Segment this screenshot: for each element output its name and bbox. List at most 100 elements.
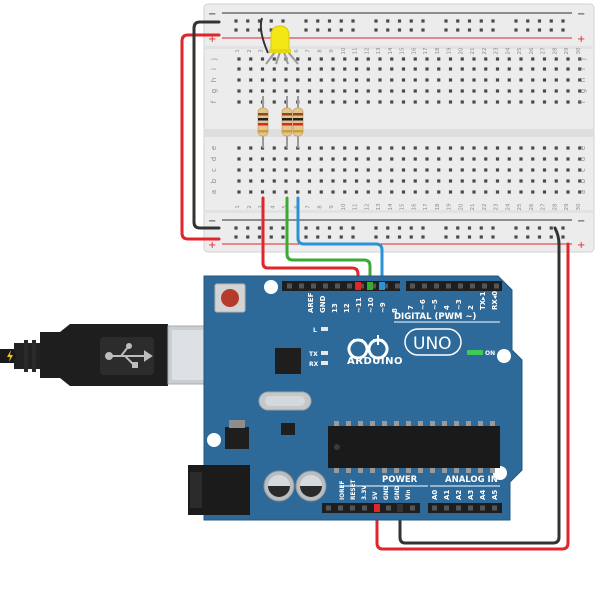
rail-hole[interactable] [316, 226, 320, 230]
breadboard-hole[interactable] [448, 67, 453, 71]
breadboard-hole[interactable] [531, 168, 535, 172]
header-pin-socket[interactable] [338, 505, 343, 511]
breadboard-hole[interactable] [425, 100, 429, 104]
breadboard-hole[interactable] [260, 89, 265, 93]
breadboard-hole[interactable] [319, 190, 323, 194]
breadboard-hole[interactable] [507, 179, 511, 183]
breadboard-hole[interactable] [531, 67, 535, 71]
rail-hole[interactable] [327, 28, 332, 32]
header-pin-socket[interactable] [350, 505, 355, 511]
rail-hole[interactable] [467, 226, 472, 230]
breadboard-hole[interactable] [460, 168, 464, 172]
breadboard-hole[interactable] [378, 67, 382, 71]
breadboard-hole[interactable] [542, 67, 547, 71]
breadboard-hole[interactable] [425, 89, 429, 93]
breadboard-hole[interactable] [519, 78, 523, 82]
breadboard-hole[interactable] [413, 89, 417, 93]
rail-hole[interactable] [561, 28, 565, 32]
breadboard-hole[interactable] [390, 78, 394, 82]
rail-hole[interactable] [514, 28, 518, 32]
header-pin-socket[interactable] [480, 505, 485, 511]
breadboard-hole[interactable] [296, 179, 300, 183]
breadboard-hole[interactable] [484, 146, 488, 150]
breadboard-hole[interactable] [484, 57, 488, 61]
rail-hole[interactable] [549, 226, 553, 230]
breadboard-hole[interactable] [425, 67, 429, 71]
breadboard-hole[interactable] [366, 146, 370, 150]
breadboard-hole[interactable] [366, 179, 370, 183]
breadboard-hole[interactable] [484, 168, 488, 172]
rail-hole[interactable] [269, 226, 273, 230]
breadboard-hole[interactable] [284, 78, 288, 82]
rail-hole[interactable] [269, 19, 273, 23]
rail-hole[interactable] [234, 235, 238, 239]
breadboard-hole[interactable] [460, 67, 464, 71]
breadboard-hole[interactable] [378, 89, 382, 93]
breadboard-hole[interactable] [507, 100, 511, 104]
header-pin-socket[interactable] [395, 283, 400, 289]
breadboard-hole[interactable] [366, 78, 370, 82]
breadboard-hole[interactable] [531, 57, 535, 61]
breadboard-hole[interactable] [249, 57, 253, 61]
breadboard-hole[interactable] [554, 146, 558, 150]
rail-hole[interactable] [234, 19, 238, 23]
header-pin-socket[interactable] [422, 283, 427, 289]
breadboard-hole[interactable] [401, 157, 406, 161]
rail-hole[interactable] [444, 28, 448, 32]
breadboard-hole[interactable] [237, 78, 241, 82]
header-pin-socket[interactable] [386, 505, 391, 511]
breadboard-hole[interactable] [237, 190, 241, 194]
rail-hole[interactable] [351, 235, 355, 239]
rail-hole[interactable] [327, 19, 332, 23]
rail-hole[interactable] [526, 226, 530, 230]
breadboard-hole[interactable] [448, 168, 453, 172]
breadboard-hole[interactable] [343, 146, 347, 150]
breadboard-hole[interactable] [425, 179, 429, 183]
breadboard-hole[interactable] [296, 57, 300, 61]
breadboard-hole[interactable] [437, 179, 441, 183]
breadboard-hole[interactable] [578, 89, 582, 93]
breadboard-hole[interactable] [437, 89, 441, 93]
rail-hole[interactable] [421, 19, 425, 23]
breadboard-hole[interactable] [578, 78, 582, 82]
rail-hole[interactable] [316, 235, 320, 239]
header-pin-socket[interactable] [299, 283, 304, 289]
breadboard-hole[interactable] [260, 179, 265, 183]
breadboard-hole[interactable] [542, 179, 547, 183]
breadboard-hole[interactable] [578, 157, 582, 161]
header-pin-socket[interactable] [326, 505, 331, 511]
breadboard-hole[interactable] [284, 157, 288, 161]
breadboard-hole[interactable] [413, 146, 417, 150]
header-pin-socket[interactable] [446, 283, 451, 289]
breadboard-hole[interactable] [249, 100, 253, 104]
header-pin-socket[interactable] [456, 505, 461, 511]
breadboard-hole[interactable] [437, 168, 441, 172]
breadboard-hole[interactable] [343, 100, 347, 104]
breadboard-hole[interactable] [495, 67, 500, 71]
header-pin-socket[interactable] [444, 505, 449, 511]
breadboard-hole[interactable] [343, 190, 347, 194]
breadboard-hole[interactable] [448, 78, 453, 82]
breadboard-hole[interactable] [554, 190, 558, 194]
rail-hole[interactable] [397, 28, 402, 32]
breadboard-hole[interactable] [366, 157, 370, 161]
breadboard-hole[interactable] [542, 57, 547, 61]
breadboard-hole[interactable] [472, 146, 476, 150]
breadboard-hole[interactable] [413, 57, 417, 61]
breadboard-hole[interactable] [272, 100, 276, 104]
breadboard-hole[interactable] [401, 78, 406, 82]
breadboard-hole[interactable] [401, 190, 406, 194]
breadboard-hole[interactable] [249, 190, 253, 194]
breadboard-hole[interactable] [554, 89, 558, 93]
breadboard-hole[interactable] [437, 67, 441, 71]
breadboard-hole[interactable] [354, 78, 359, 82]
breadboard-hole[interactable] [472, 89, 476, 93]
rail-hole[interactable] [409, 226, 413, 230]
breadboard-hole[interactable] [378, 78, 382, 82]
header-pin-socket[interactable] [494, 283, 499, 289]
breadboard-hole[interactable] [437, 157, 441, 161]
breadboard-hole[interactable] [519, 168, 523, 172]
resistor-1[interactable] [257, 96, 269, 148]
breadboard-hole[interactable] [495, 89, 500, 93]
rail-hole[interactable] [269, 28, 273, 32]
